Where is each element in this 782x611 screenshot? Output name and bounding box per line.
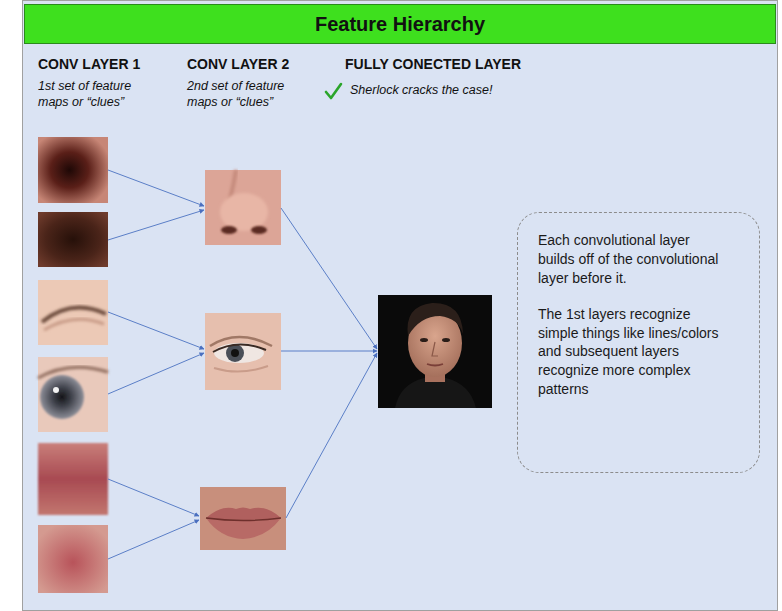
nostril: [251, 226, 267, 234]
nose-patch: [205, 170, 281, 245]
under-eye: [214, 366, 268, 372]
feature-line: [108, 479, 199, 516]
upper-lip: [206, 508, 281, 521]
face-eye: [420, 338, 428, 342]
layer2-patches: [200, 170, 286, 550]
feature-line: [108, 210, 204, 240]
iris-highlight: [53, 387, 59, 393]
shadow-patch: [38, 212, 108, 267]
note-box: Each convolutional layer builds off of t…: [517, 212, 760, 473]
column-subtitle: 1st set of feature maps or “clues”: [38, 79, 158, 110]
face-mouth: [427, 364, 443, 366]
lid-edge: [38, 367, 108, 378]
feature-line: [281, 351, 377, 352]
feature-lines: [108, 170, 377, 559]
lip-corner-patch: [38, 525, 108, 593]
lower-lip: [206, 518, 281, 539]
shirt: [395, 378, 476, 408]
feature-line: [286, 353, 377, 518]
note-text: The 1st layers recognize simple things l…: [538, 305, 725, 399]
eyelid-patch: [38, 280, 108, 345]
panel-background: [23, 1, 778, 611]
lid-crease: [44, 319, 104, 330]
lip-patch: [38, 443, 108, 515]
iris-patch: [38, 357, 108, 432]
nose-tip: [220, 193, 268, 231]
mouth-patch: [200, 487, 286, 550]
layer1-patches: [38, 137, 108, 593]
check-mark: [326, 84, 341, 98]
lip-line: [206, 518, 281, 521]
column-subtitle: Sherlock cracks the case!: [350, 83, 492, 99]
face-eye: [442, 338, 450, 342]
hair: [408, 303, 464, 336]
title-bar: Feature Hierarchy: [24, 4, 776, 44]
pupil: [231, 349, 239, 357]
nostril: [221, 226, 237, 234]
eye-patch: [205, 313, 281, 390]
column-header: CONV LAYER 1: [38, 56, 140, 72]
photo-background: [378, 295, 492, 408]
feature-line: [281, 208, 377, 349]
nostril-patch: [38, 137, 108, 203]
column-subtitle: 2nd set of feature maps or “clues”: [187, 79, 307, 110]
column-header: FULLY CONECTED LAYER: [345, 56, 521, 72]
feature-line: [108, 312, 204, 349]
face-photo: [378, 295, 492, 408]
feature-line: [108, 520, 199, 559]
lashes: [213, 344, 266, 352]
feature-line: [108, 170, 204, 206]
column-header: CONV LAYER 2: [187, 56, 289, 72]
feature-line: [108, 353, 204, 394]
face-nose: [432, 342, 438, 356]
note-text: Each convolutional layer builds off of t…: [538, 231, 725, 288]
iris-blob: [40, 375, 84, 419]
